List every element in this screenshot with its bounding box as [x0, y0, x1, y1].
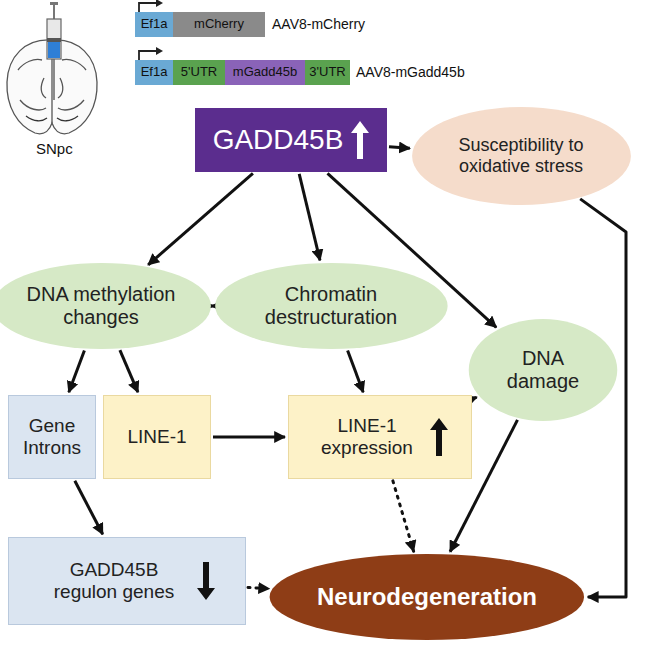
node-text: DNA methylation changes	[26, 283, 176, 329]
node-text: mGadd45b	[233, 65, 297, 80]
node-content: GADD45B regulon genes	[39, 559, 215, 603]
node-content: Neurodegeneration	[317, 583, 537, 611]
node-content: 5'UTR	[181, 65, 217, 80]
decrease-arrow	[197, 562, 215, 600]
node-content: 3'UTR	[309, 65, 345, 80]
node-text: Neurodegeneration	[317, 583, 537, 611]
node-text: Susceptibility to oxidative stress	[446, 135, 596, 176]
node-text: 5'UTR	[181, 65, 217, 80]
node-content: LINE-1	[127, 426, 186, 448]
connector-arrow	[213, 436, 285, 439]
node-content: Susceptibility to oxidative stress	[446, 135, 596, 176]
increase-arrow	[351, 121, 369, 159]
connector-arrow	[348, 351, 364, 393]
caption-label: SNpc	[36, 140, 73, 157]
node-content: Gene Introns	[17, 415, 87, 459]
gene-segment: mGadd45b	[225, 60, 305, 85]
node-content: Ef1a	[141, 17, 168, 32]
connector-arrow	[75, 481, 103, 535]
process-ellipse: DNA damage	[468, 318, 618, 422]
process-ellipse: Chromatin destructuration	[214, 262, 449, 350]
node-text: Ef1a	[141, 17, 168, 32]
target-box: LINE-1	[103, 395, 211, 479]
node-content: DNA damage	[498, 347, 588, 393]
connector-arrow	[393, 481, 414, 551]
connector-arrow	[212, 305, 214, 308]
syringe	[47, 2, 61, 100]
result-ellipse: Neurodegeneration	[268, 553, 586, 641]
node-text: GADD45B regulon genes	[39, 559, 189, 603]
node-text: GADD45B	[213, 124, 344, 156]
connector-arrow	[148, 173, 253, 264]
connector-arrow	[120, 350, 138, 392]
protein-box: GADD45B	[195, 108, 387, 172]
node-content: Ef1a	[141, 65, 168, 80]
node-text: LINE-1	[127, 426, 186, 448]
connector-arrow	[474, 397, 477, 398]
connector-arrow	[248, 588, 269, 589]
node-text: LINE-1 expression	[312, 415, 422, 459]
promoter-segment: Ef1a	[135, 12, 173, 37]
node-content: DNA methylation changes	[26, 283, 176, 329]
utr-segment: 3'UTR	[305, 60, 350, 85]
node-content: Chromatin destructuration	[251, 283, 411, 329]
effect-ellipse: Susceptibility to oxidative stress	[411, 106, 632, 206]
target-box: Gene Introns	[8, 395, 96, 479]
brain-section	[7, 40, 97, 134]
outcome-box: LINE-1 expression	[288, 395, 472, 479]
node-content: mGadd45b	[233, 65, 297, 80]
node-text: Chromatin destructuration	[251, 283, 411, 329]
caption-label: AAV8-mCherry	[272, 16, 365, 32]
promoter-segment: Ef1a	[135, 60, 173, 85]
node-content: GADD45B	[213, 121, 370, 159]
node-text: Ef1a	[141, 65, 168, 80]
node-text: mCherry	[194, 17, 244, 32]
node-text: 3'UTR	[309, 65, 345, 80]
node-content: mCherry	[194, 17, 244, 32]
node-content: LINE-1 expression	[312, 415, 448, 459]
node-text: DNA damage	[498, 347, 588, 393]
gene-segment: mCherry	[173, 12, 265, 37]
node-text: Gene Introns	[17, 415, 87, 459]
increase-arrow	[430, 418, 448, 456]
outcome-box: GADD45B regulon genes	[8, 537, 246, 625]
caption-label: AAV8-mGadd45b	[356, 64, 465, 80]
connector-arrow	[389, 147, 410, 149]
process-ellipse: DNA methylation changes	[0, 262, 212, 350]
connector-arrow	[299, 174, 320, 260]
utr-segment: 5'UTR	[173, 60, 225, 85]
connector-arrow	[69, 350, 85, 392]
